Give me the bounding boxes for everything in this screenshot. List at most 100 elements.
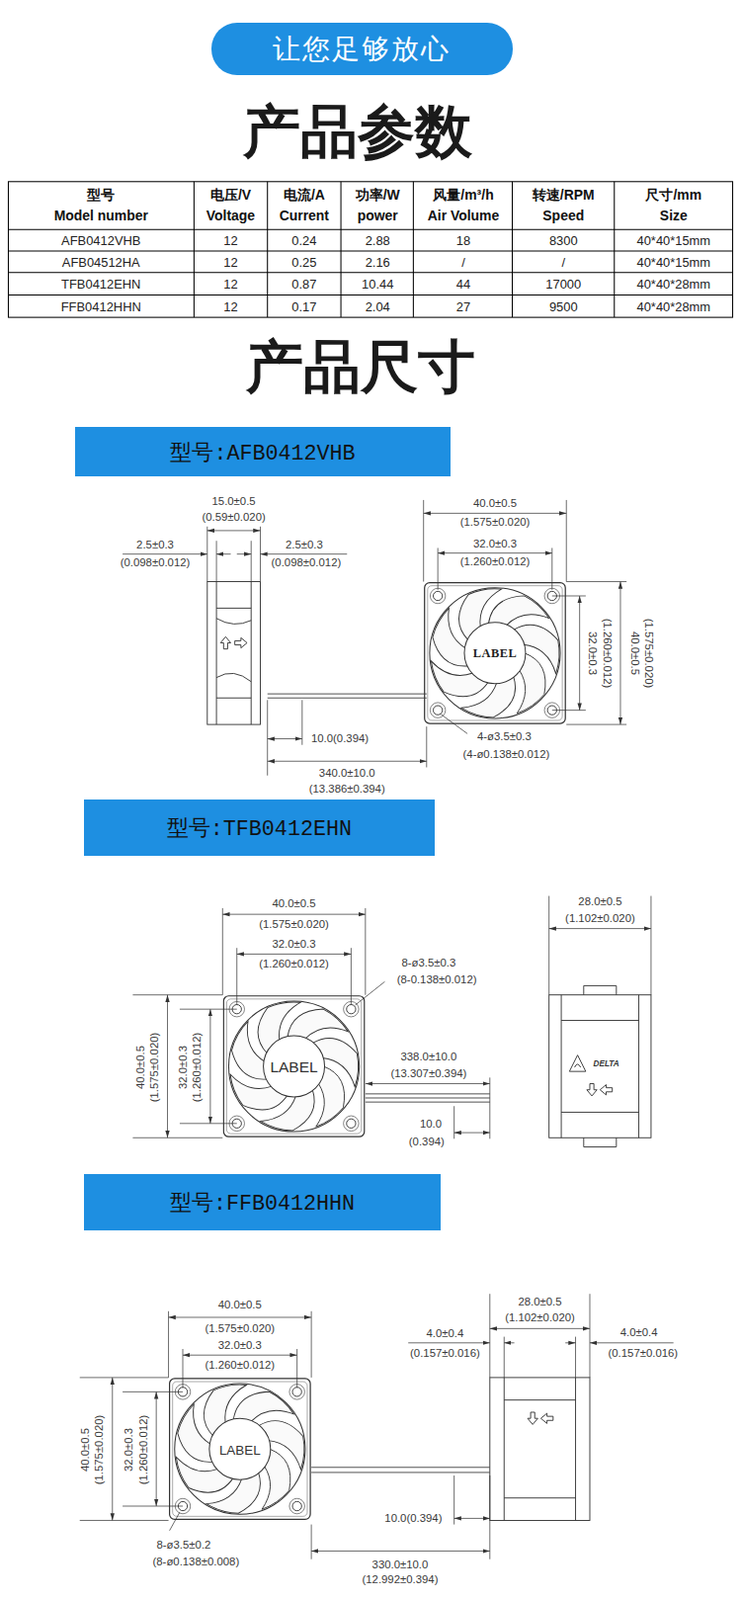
dimension-lines-part [222, 913, 366, 915]
dimension-lines-part [267, 738, 303, 740]
dimension-text: 40.0±0.5 [79, 1426, 92, 1473]
table-cell-text: 12 [223, 233, 238, 248]
dimension-text: 40.0±0.5 [472, 497, 518, 511]
dimension-lines-part [490, 1293, 590, 1378]
table-cell-text: 2.04 [365, 298, 391, 314]
fan-side-view-part [540, 1412, 553, 1423]
dimension-text: 10.0 [418, 1118, 443, 1132]
dimension-text: 32.0±0.3 [472, 537, 518, 551]
table-header-text: Voltage [206, 207, 255, 224]
table-cell-text: 8300 [549, 233, 578, 248]
dimension-lines-part [132, 994, 237, 1139]
fan-side-view-part [561, 994, 639, 1139]
table-header-text: Current [279, 207, 330, 224]
fan-front-view [167, 1372, 319, 1526]
table-cell-text: 9500 [549, 298, 578, 314]
dimension-lines-part [80, 1377, 183, 1521]
hub-label-text: LABEL [269, 1058, 318, 1076]
dimension-lines-part [552, 581, 627, 726]
fan-side-view [207, 581, 261, 726]
dimension-text: (1.260±0.012) [599, 617, 613, 690]
dimension-lines-part [503, 1341, 514, 1343]
dimension-text: (1.260±0.012) [203, 1359, 276, 1373]
table-header-text: Size [659, 207, 688, 224]
dimension-lines-part [437, 547, 553, 589]
dimension-text: 4.0±0.4 [619, 1326, 659, 1340]
fan-side-view-part [216, 618, 251, 682]
dimension-lines-part [423, 499, 568, 582]
dimension-text: 2.5±0.3 [284, 538, 325, 552]
table-cell-text: 12 [223, 298, 238, 314]
dimension-text: 10.0(0.394) [310, 732, 370, 745]
dimension-text: 32.0±0.3 [270, 937, 317, 951]
dimension-text: 28.0±0.5 [516, 1296, 563, 1310]
table-header-text: 功率/W [355, 186, 401, 205]
table-cell-text: 40*40*15mm [637, 233, 712, 248]
dimension-lines-part [156, 1391, 158, 1506]
dimension-lines-part [237, 553, 251, 555]
dimension-text: (0.098±0.012) [119, 557, 192, 571]
fan-side-view-part [569, 1055, 586, 1072]
fan-side-view [549, 985, 652, 1147]
dimension-text: (0.157±0.016) [606, 1346, 679, 1360]
dimension-lines-part [168, 1311, 313, 1378]
dimension-lines-part [267, 760, 427, 762]
dimension-text: 32.0±0.3 [123, 1426, 137, 1473]
fan-side-view-part [599, 1084, 612, 1095]
dimension-lines-part [311, 1475, 491, 1560]
fan-wire [311, 1467, 491, 1473]
dimension-text: (0.394) [408, 1135, 446, 1149]
dimension-text: (1.575±0.020) [641, 617, 655, 690]
dimension-text: (0.157±0.016) [409, 1346, 482, 1360]
table-cell-text: 12 [223, 253, 238, 269]
dimension-lines [80, 1293, 674, 1559]
dimension-text: (13.307±0.394) [389, 1067, 468, 1080]
dimension-lines [132, 896, 652, 1140]
spec-table-grid [7, 181, 733, 318]
dimension-lines-part [182, 1354, 298, 1356]
dimension-lines-part [440, 714, 468, 735]
fan-front-view [422, 576, 574, 731]
dimension-text: 32.0±0.3 [217, 1338, 263, 1352]
dimension-text: (0.59±0.020) [200, 510, 266, 524]
fan-side-view-part [235, 637, 247, 648]
fan-wire [267, 693, 427, 698]
dimension-lines-part [111, 1377, 113, 1521]
table-cell-text: 0.17 [291, 298, 317, 314]
fan-side-view-part [586, 1083, 597, 1096]
fan-wire-part [267, 693, 427, 698]
dimension-text: (1.102±0.020) [503, 1311, 577, 1324]
dimension-text: 330.0±10.0 [371, 1558, 430, 1571]
dimension-text: (12.992±0.394) [360, 1573, 439, 1587]
hub-label-text: LABEL [219, 1441, 261, 1457]
spec-table-grid-part [7, 229, 733, 295]
table-header-text: 电流/A [283, 186, 326, 205]
table-cell-text: 2.88 [365, 233, 391, 248]
dimension-text: 28.0±0.5 [576, 896, 623, 909]
dimension-lines-part [589, 1341, 674, 1343]
table-cell-text: / [561, 253, 566, 269]
dimension-lines-part [169, 1511, 180, 1531]
section-heading: 产品参数 [243, 93, 473, 171]
fan-front-view [222, 989, 373, 1144]
dimension-text: (1.575±0.020) [257, 917, 330, 931]
table-header-text: 电压/V [210, 186, 251, 205]
table-cell-text: 44 [456, 276, 471, 292]
spec-table-grid-part [193, 181, 614, 318]
dimension-lines-part [490, 1327, 590, 1329]
dimension-lines-part [549, 927, 652, 929]
dimension-text: 40.0±0.5 [134, 1043, 148, 1089]
dimension-lines-part [619, 581, 621, 726]
dimension-text: (13.386±0.394) [308, 782, 387, 796]
table-cell-text: 12 [223, 276, 238, 292]
dimension-text: 4.0±0.4 [424, 1327, 465, 1341]
model-band: 型号:TFB0412EHN [83, 799, 435, 856]
dimension-lines [122, 499, 627, 776]
model-band: 型号:AFB0412VHB [75, 426, 450, 478]
table-cell-text: 2.16 [365, 253, 391, 269]
table-cell-text: 17000 [545, 276, 581, 292]
dimension-text: (1.260±0.012) [459, 556, 532, 570]
table-cell-text: 27 [456, 298, 471, 314]
band-title: 型号:AFB0412VHB [169, 437, 355, 467]
fan-wire-part [365, 1093, 491, 1102]
